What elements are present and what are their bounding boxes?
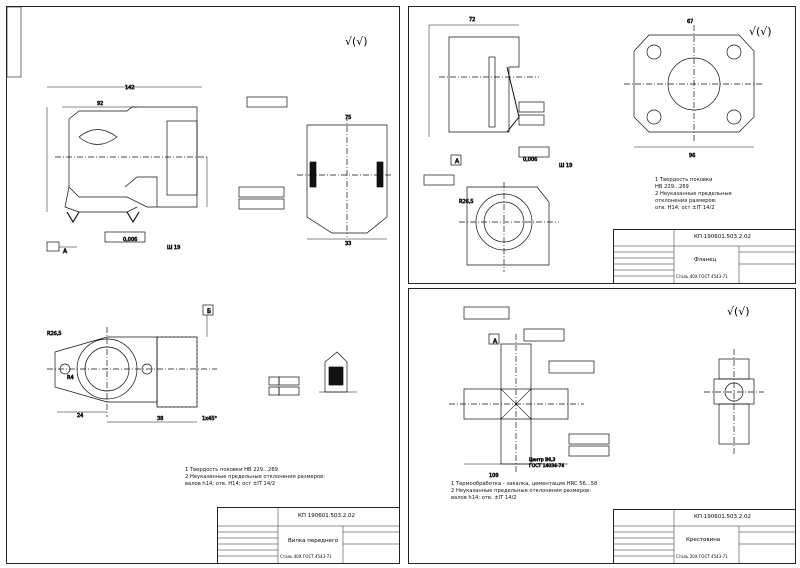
fork-detail-view: [268, 351, 357, 396]
title-block: КП 190601.503.2.02 Фланец Сталь 40Х ГОСТ…: [613, 229, 796, 284]
technical-note-5: отв. Н14; ост ±IT 14/2: [655, 205, 715, 211]
svg-text:75: 75: [345, 115, 351, 121]
svg-text:96: 96: [689, 153, 695, 159]
technical-note-3: валов h14; отв. ±IT 14/2: [451, 495, 517, 501]
technical-note-2: 2 Неуказанные предельные отклонения разм…: [185, 474, 325, 480]
flange-front-view: [624, 25, 764, 148]
svg-text:R26,5: R26,5: [459, 199, 474, 205]
svg-text:Ш 19: Ш 19: [167, 245, 180, 251]
fork-section-view: [297, 115, 392, 240]
svg-text:А: А: [455, 158, 460, 165]
technical-note-1: 1 Твердость поковки: [655, 177, 713, 183]
part-name: Фланец: [694, 257, 717, 263]
sheet-3-drawing: А 109 Центр B6,3 ГОСТ 14034-74: [449, 306, 764, 479]
drawing-code: КП 190601.503.2.02: [694, 514, 752, 520]
svg-text:24: 24: [77, 413, 83, 419]
svg-text:R4: R4: [67, 375, 74, 381]
svg-text:142: 142: [125, 85, 135, 91]
drawing-code: КП 190601.503.2.02: [298, 513, 356, 519]
svg-text:0,006: 0,006: [523, 157, 537, 163]
part-name: Вилка переднего: [288, 538, 339, 544]
svg-text:67: 67: [687, 19, 693, 25]
technical-note-1: 1 Термообработка - закалка, цементация H…: [451, 481, 598, 487]
title-block: КП 190601.503.2.02 Вилка переднего Сталь…: [217, 507, 400, 564]
title-block-grid: [614, 230, 795, 283]
drawing-code: КП 190601.503.2.02: [694, 234, 752, 240]
svg-text:33: 33: [345, 241, 351, 247]
sheet-1-drawing: 142 92 А Б 0,006 Ш 19 75 33 R4 R26,5 24 …: [6, 6, 392, 423]
drawing-sheet-1: 142 92 А Б 0,006 Ш 19 75 33 R4 R26,5 24 …: [6, 6, 400, 564]
svg-text:R26,5: R26,5: [47, 331, 62, 337]
svg-text:1x45°: 1x45°: [202, 416, 218, 422]
svg-text:72: 72: [469, 17, 475, 23]
svg-text:Ш 19: Ш 19: [559, 163, 572, 169]
technical-note-1: 1 Твердость поковки НВ 229...269: [185, 467, 278, 473]
technical-note-3: 2 Неуказанные предельные: [655, 191, 732, 197]
svg-text:38: 38: [157, 416, 163, 422]
title-block: КП 190601.503.2.02 Крестовина Сталь 20Х …: [613, 509, 796, 564]
roughness-mark: √(√): [345, 35, 368, 48]
roughness-mark: √(√): [727, 305, 750, 318]
svg-text:ГОСТ 14034-74: ГОСТ 14034-74: [529, 463, 564, 469]
drawing-sheet-2: 72 67 96 0,006 Ш 19 А R26,5 √(√) 1 Тверд…: [408, 6, 796, 284]
svg-text:А: А: [63, 248, 68, 255]
svg-text:Б: Б: [207, 308, 211, 315]
part-material: Сталь 40Х ГОСТ 4543-71: [280, 554, 332, 559]
drawing-sheet-3: А 109 Центр B6,3 ГОСТ 14034-74 √(√) 1 Те…: [408, 288, 796, 564]
title-block-grid: [218, 508, 399, 563]
technical-note-3: валов h14; отв. Н14; ост ±IT 14/2: [185, 481, 276, 487]
flange-bottom-view: [459, 182, 559, 272]
technical-note-4: отклонения размеров:: [655, 198, 717, 204]
title-block-grid: [614, 510, 795, 563]
flange-side-view: [423, 24, 550, 186]
part-material: Сталь 20Х ГОСТ 4543-71: [676, 554, 728, 559]
part-name: Крестовина: [686, 537, 721, 543]
fork-plan-view: [47, 304, 217, 423]
technical-note-2: 2 Неуказанные предельные отклонения разм…: [451, 488, 591, 494]
cross-main-view: [449, 306, 610, 474]
svg-text:92: 92: [97, 101, 103, 107]
svg-text:А: А: [493, 338, 498, 345]
roughness-mark: √(√): [749, 25, 772, 38]
part-material: Сталь 40Х ГОСТ 4543-71: [676, 274, 728, 279]
cross-side-view: [704, 349, 764, 454]
technical-note-2: НВ 229...269: [655, 184, 689, 190]
fork-main-view: [46, 86, 288, 252]
svg-text:109: 109: [489, 473, 499, 479]
svg-text:0,006: 0,006: [123, 237, 137, 243]
sheet-2-drawing: 72 67 96 0,006 Ш 19 А R26,5: [423, 17, 764, 272]
svg-text:Центр B6,3: Центр B6,3: [529, 457, 555, 463]
